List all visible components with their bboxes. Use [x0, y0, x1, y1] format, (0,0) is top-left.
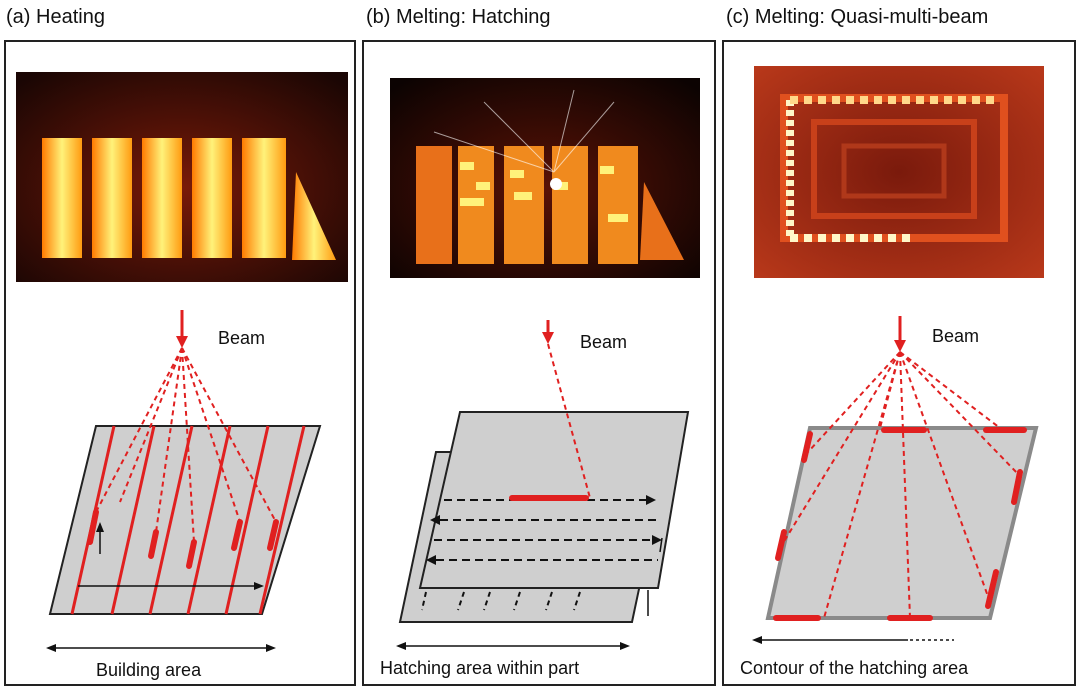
building-plate: [48, 425, 322, 615]
panel-a-title: (a) Heating: [6, 6, 105, 28]
contour-area-label: Contour of the hatching area: [740, 658, 969, 678]
hatch-lines: [426, 495, 662, 565]
heating-thermal-image: [16, 72, 348, 282]
beam-spots-a: [87, 509, 279, 569]
panel-c-title: (c) Melting: Quasi-multi-beam: [726, 6, 989, 28]
beam-rays-c: [779, 351, 1021, 619]
building-area-label: Building area: [96, 660, 202, 680]
panel-c: Beam Contour of the hatc: [722, 40, 1076, 686]
contour-plate: [765, 426, 1039, 620]
hatching-area-label: Hatching area within part: [380, 658, 579, 678]
layer-hatch-marks: [421, 591, 581, 611]
beam-spots-c: [773, 427, 1027, 621]
panel-b-title: (b) Melting: Hatching: [366, 6, 551, 28]
beam-label-b: Beam: [580, 332, 627, 352]
multi-beam-thermal-image: [754, 66, 1044, 278]
beam-rays-a: [95, 347, 277, 543]
hatch-spacing-marker: [659, 537, 663, 553]
panel-b: Beam: [362, 40, 716, 686]
beam-label-c: Beam: [932, 326, 979, 346]
hatching-thermal-image: [390, 78, 700, 278]
beam-label-a: Beam: [218, 328, 265, 348]
panel-a: Beam: [4, 40, 356, 686]
